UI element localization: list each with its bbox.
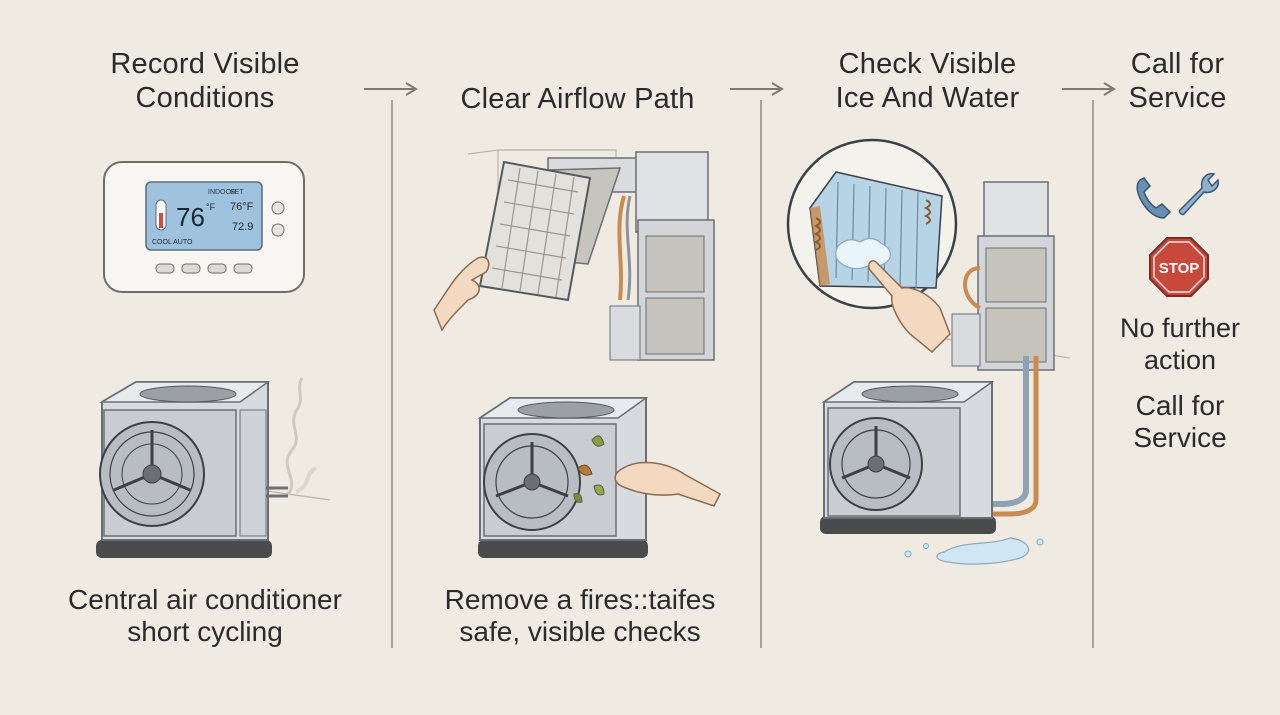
column-divider (391, 100, 393, 648)
step1-title-line2: Conditions (135, 82, 275, 114)
outdoor-ac-unit-illustration (96, 377, 331, 558)
thermostat-illustration: INDOOR SET 76 °F 76°F 72.9 COOL AUTO (103, 161, 305, 293)
thermostat-set-temp: 76°F (230, 201, 254, 213)
thermostat-small-value: 72.9 (232, 221, 253, 233)
step4-call-line1: Call for (1135, 390, 1225, 421)
step1-title-line1: Record Visible (110, 48, 300, 80)
thermostat-temperature: 76 (176, 202, 205, 232)
outdoor-unit-debris-illustration (477, 397, 721, 558)
step1-caption: Central air conditioner short cycling (50, 584, 360, 648)
outdoor-unit-water-leak-illustration (820, 356, 1044, 565)
step4-call-line2: Service (1133, 422, 1227, 453)
column-divider (760, 100, 762, 648)
step4-note: No further action (1105, 312, 1255, 376)
arrow-right-icon (730, 82, 784, 96)
step1-title: Record Visible Conditions (70, 47, 340, 115)
thermostat-status: COOL AUTO (152, 239, 193, 246)
step4-note-line2: action (1143, 345, 1217, 375)
stop-sign-icon: STOP (1149, 237, 1209, 297)
step4-note-line1: No further (1119, 313, 1241, 343)
column-divider (1092, 100, 1094, 648)
step4-title-line2: Service (1128, 82, 1227, 114)
step1-caption-line1: Central air conditioner (68, 584, 342, 615)
thermostat-unit: °F (206, 202, 216, 212)
coil-ice-inspection-illustration (786, 138, 1071, 371)
step3-title-line1: Check Visible (838, 48, 1017, 80)
thermostat-mode-label: SET (230, 189, 244, 196)
step3-title: Check Visible Ice And Water (800, 47, 1055, 115)
wrench-icon (1178, 172, 1220, 216)
step1-caption-line2: short cycling (127, 616, 283, 647)
arrow-right-icon (364, 82, 418, 96)
filter-replacement-illustration (433, 149, 715, 361)
step2-caption: Remove a fires::taifes safe, visible che… (420, 584, 740, 648)
step4-call-text: Call for Service (1105, 390, 1255, 454)
step4-title-line1: Call for (1130, 48, 1225, 80)
thermostat-indoor-label: INDOOR (208, 189, 236, 196)
arrow-right-icon (1062, 82, 1116, 96)
step4-title: Call for Service (1100, 47, 1255, 115)
step3-title-line2: Ice And Water (835, 82, 1020, 114)
step2-title: Clear Airflow Path (460, 83, 695, 115)
step2-caption-line2: safe, visible checks (459, 616, 701, 647)
step2-caption-line1: Remove a fires::taifes (444, 584, 716, 615)
stop-sign-label: STOP (1159, 260, 1200, 277)
phone-icon (1136, 177, 1172, 219)
